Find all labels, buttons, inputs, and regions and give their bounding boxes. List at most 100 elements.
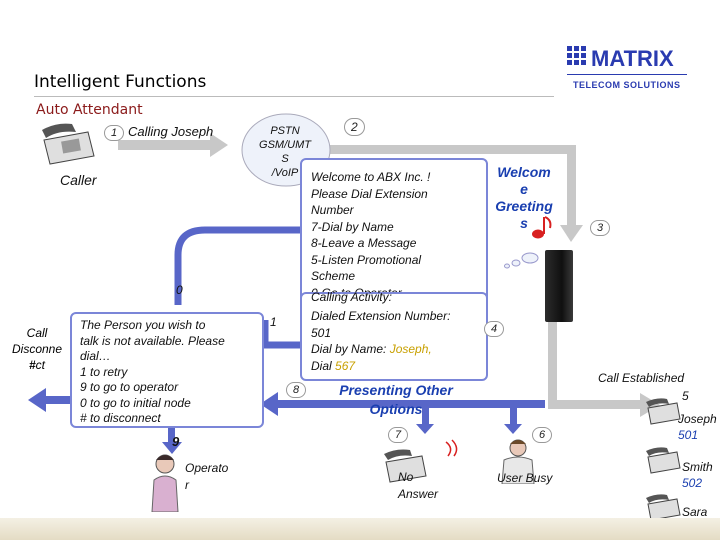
pbx-device-icon <box>545 250 573 322</box>
arrow-head-pbx <box>560 225 583 242</box>
disconnect-line: #ct <box>4 357 70 373</box>
arrow-head-operator <box>162 442 182 454</box>
step-5-label: 5 <box>682 389 689 403</box>
unavailable-box <box>70 312 264 428</box>
arrow-to-7 <box>422 408 429 426</box>
title-divider <box>34 96 554 97</box>
unavailable-line: dial… <box>80 349 111 363</box>
step-3-badge: 3 <box>590 220 611 236</box>
activity-line: Dial 567 <box>311 358 450 375</box>
no-answer-phone-icon <box>382 448 428 489</box>
greeting-line: Please Dial Extension <box>311 186 428 201</box>
network-text: PSTN GSM/UMT S /VoIP <box>250 124 320 180</box>
step-4-badge: 4 <box>484 321 505 337</box>
music-note-icon <box>530 214 554 245</box>
busy-user-icon <box>498 438 538 489</box>
network-line: /VoIP <box>271 167 299 179</box>
presenting-line: Options <box>369 401 423 417</box>
arrow-8-line <box>275 400 545 408</box>
greeting-menu-text: Welcome to ABX Inc. ! Please Dial Extens… <box>311 169 430 301</box>
unavailable-line: 1 to retry <box>80 364 128 379</box>
page-title: Intelligent Functions <box>34 72 207 92</box>
footer-bar <box>0 518 720 540</box>
activity-dial-by-name: Dial by Name: <box>311 342 390 356</box>
ringing-icon <box>444 438 464 463</box>
step-9-label: 9 <box>172 434 180 449</box>
step-0-label: 0 <box>176 283 183 297</box>
logo-tagline: TELECOM SOLUTIONS <box>573 80 681 90</box>
extension-name: Smith <box>682 460 713 474</box>
step-1-badge: 1 <box>104 125 125 141</box>
network-line: GSM/UMT <box>259 139 311 151</box>
extension-number: 501 <box>678 428 699 442</box>
step-8-badge: 8 <box>286 382 307 398</box>
presenting-line: Presenting Other <box>339 382 453 398</box>
network-line: S <box>281 153 289 165</box>
greeting-line: Welcome to ABX Inc. ! <box>311 170 431 184</box>
calling-activity-text: Dialed Extension Number: 501 Dial by Nam… <box>311 308 450 374</box>
welcome-line: Greeting <box>495 198 553 214</box>
calling-activity-heading: Calling Activity: <box>311 290 392 304</box>
arrow-down-to-pbx <box>567 145 576 225</box>
call-disconnect-text: Call Disconne #ct <box>4 325 70 373</box>
unavailable-line: talk is not available. Please <box>80 333 225 348</box>
step-2-badge: 2 <box>344 118 365 136</box>
activity-line: Dialed Extension Number: <box>311 309 451 323</box>
unavailable-line: # to disconnect <box>80 411 161 425</box>
section-subtitle: Auto Attendant <box>36 102 143 118</box>
extension-smith: Smith 502 <box>682 459 713 491</box>
step-6-badge: 6 <box>532 427 553 443</box>
greeting-line: Scheme <box>311 269 356 283</box>
unavailable-line: The Person you wish to <box>80 318 206 332</box>
caller-phone-icon <box>38 122 96 173</box>
network-line: PSTN <box>270 125 300 137</box>
unavailable-line: 0 to go to initial node <box>80 395 191 410</box>
extension-number: 502 <box>682 476 703 490</box>
operator-person-icon <box>148 452 182 517</box>
greeting-line: 8-Leave a Message <box>311 236 417 250</box>
arrow-to-6 <box>510 408 517 426</box>
unavailable-line: 9 to go to operator <box>80 380 179 394</box>
greeting-line: Number <box>311 203 354 217</box>
operator-line: r <box>185 478 189 492</box>
unavailable-text: The Person you wish to talk is not avail… <box>80 318 225 427</box>
arrow-loop-0 <box>174 226 300 305</box>
activity-line: 501 <box>311 325 332 340</box>
sara-phone-icon <box>645 494 683 527</box>
call-established-text: Call Established <box>598 371 685 385</box>
arrow-head-7 <box>416 424 434 434</box>
disconnect-key: # <box>28 358 36 372</box>
disconnect-line-end: ct <box>35 358 46 372</box>
smith-phone-icon <box>645 447 683 480</box>
arrow-head-8 <box>260 392 278 416</box>
joseph-phone-icon <box>645 398 683 431</box>
step-1-retry-label: 1 <box>270 315 277 329</box>
activity-line: Dial by Name: Joseph, <box>311 341 450 358</box>
calling-activity-box <box>300 292 488 381</box>
logo-brand: MATRIX <box>591 46 674 71</box>
extension-name: Joseph <box>678 412 717 426</box>
extension-joseph: Joseph 501 <box>678 411 717 443</box>
caller-label: Caller <box>60 172 97 188</box>
activity-ext-highlight: 567 <box>335 358 356 373</box>
disconnect-line: Disconne <box>11 342 63 356</box>
extension-name: Sara <box>682 505 708 519</box>
calling-joseph-text: Calling Joseph <box>128 124 214 139</box>
arrow-retry <box>261 320 305 349</box>
greeting-line: 7-Dial by Name <box>311 219 394 234</box>
greeting-line: 5-Listen Promotional <box>311 252 422 267</box>
presenting-options-text: Presenting Other Options <box>330 381 462 419</box>
arrow-head-6 <box>504 424 522 434</box>
disconnect-line: Call <box>26 326 48 340</box>
operator-line: Operato <box>185 461 229 475</box>
arrow-pbx-down <box>548 320 557 405</box>
arrow-top-line <box>328 145 576 154</box>
user-busy-label: User Busy <box>497 471 553 485</box>
no-answer-label: No Answer <box>398 469 438 503</box>
thought-bubble-icon <box>500 250 540 275</box>
matrix-logo: MATRIX TELECOM SOLUTIONS <box>565 42 689 96</box>
arrow-head-disconnect <box>28 388 46 412</box>
welcome-line: Welcom <box>497 164 551 180</box>
arrow-caller-to-network <box>118 133 228 157</box>
welcome-line: e <box>520 181 528 197</box>
